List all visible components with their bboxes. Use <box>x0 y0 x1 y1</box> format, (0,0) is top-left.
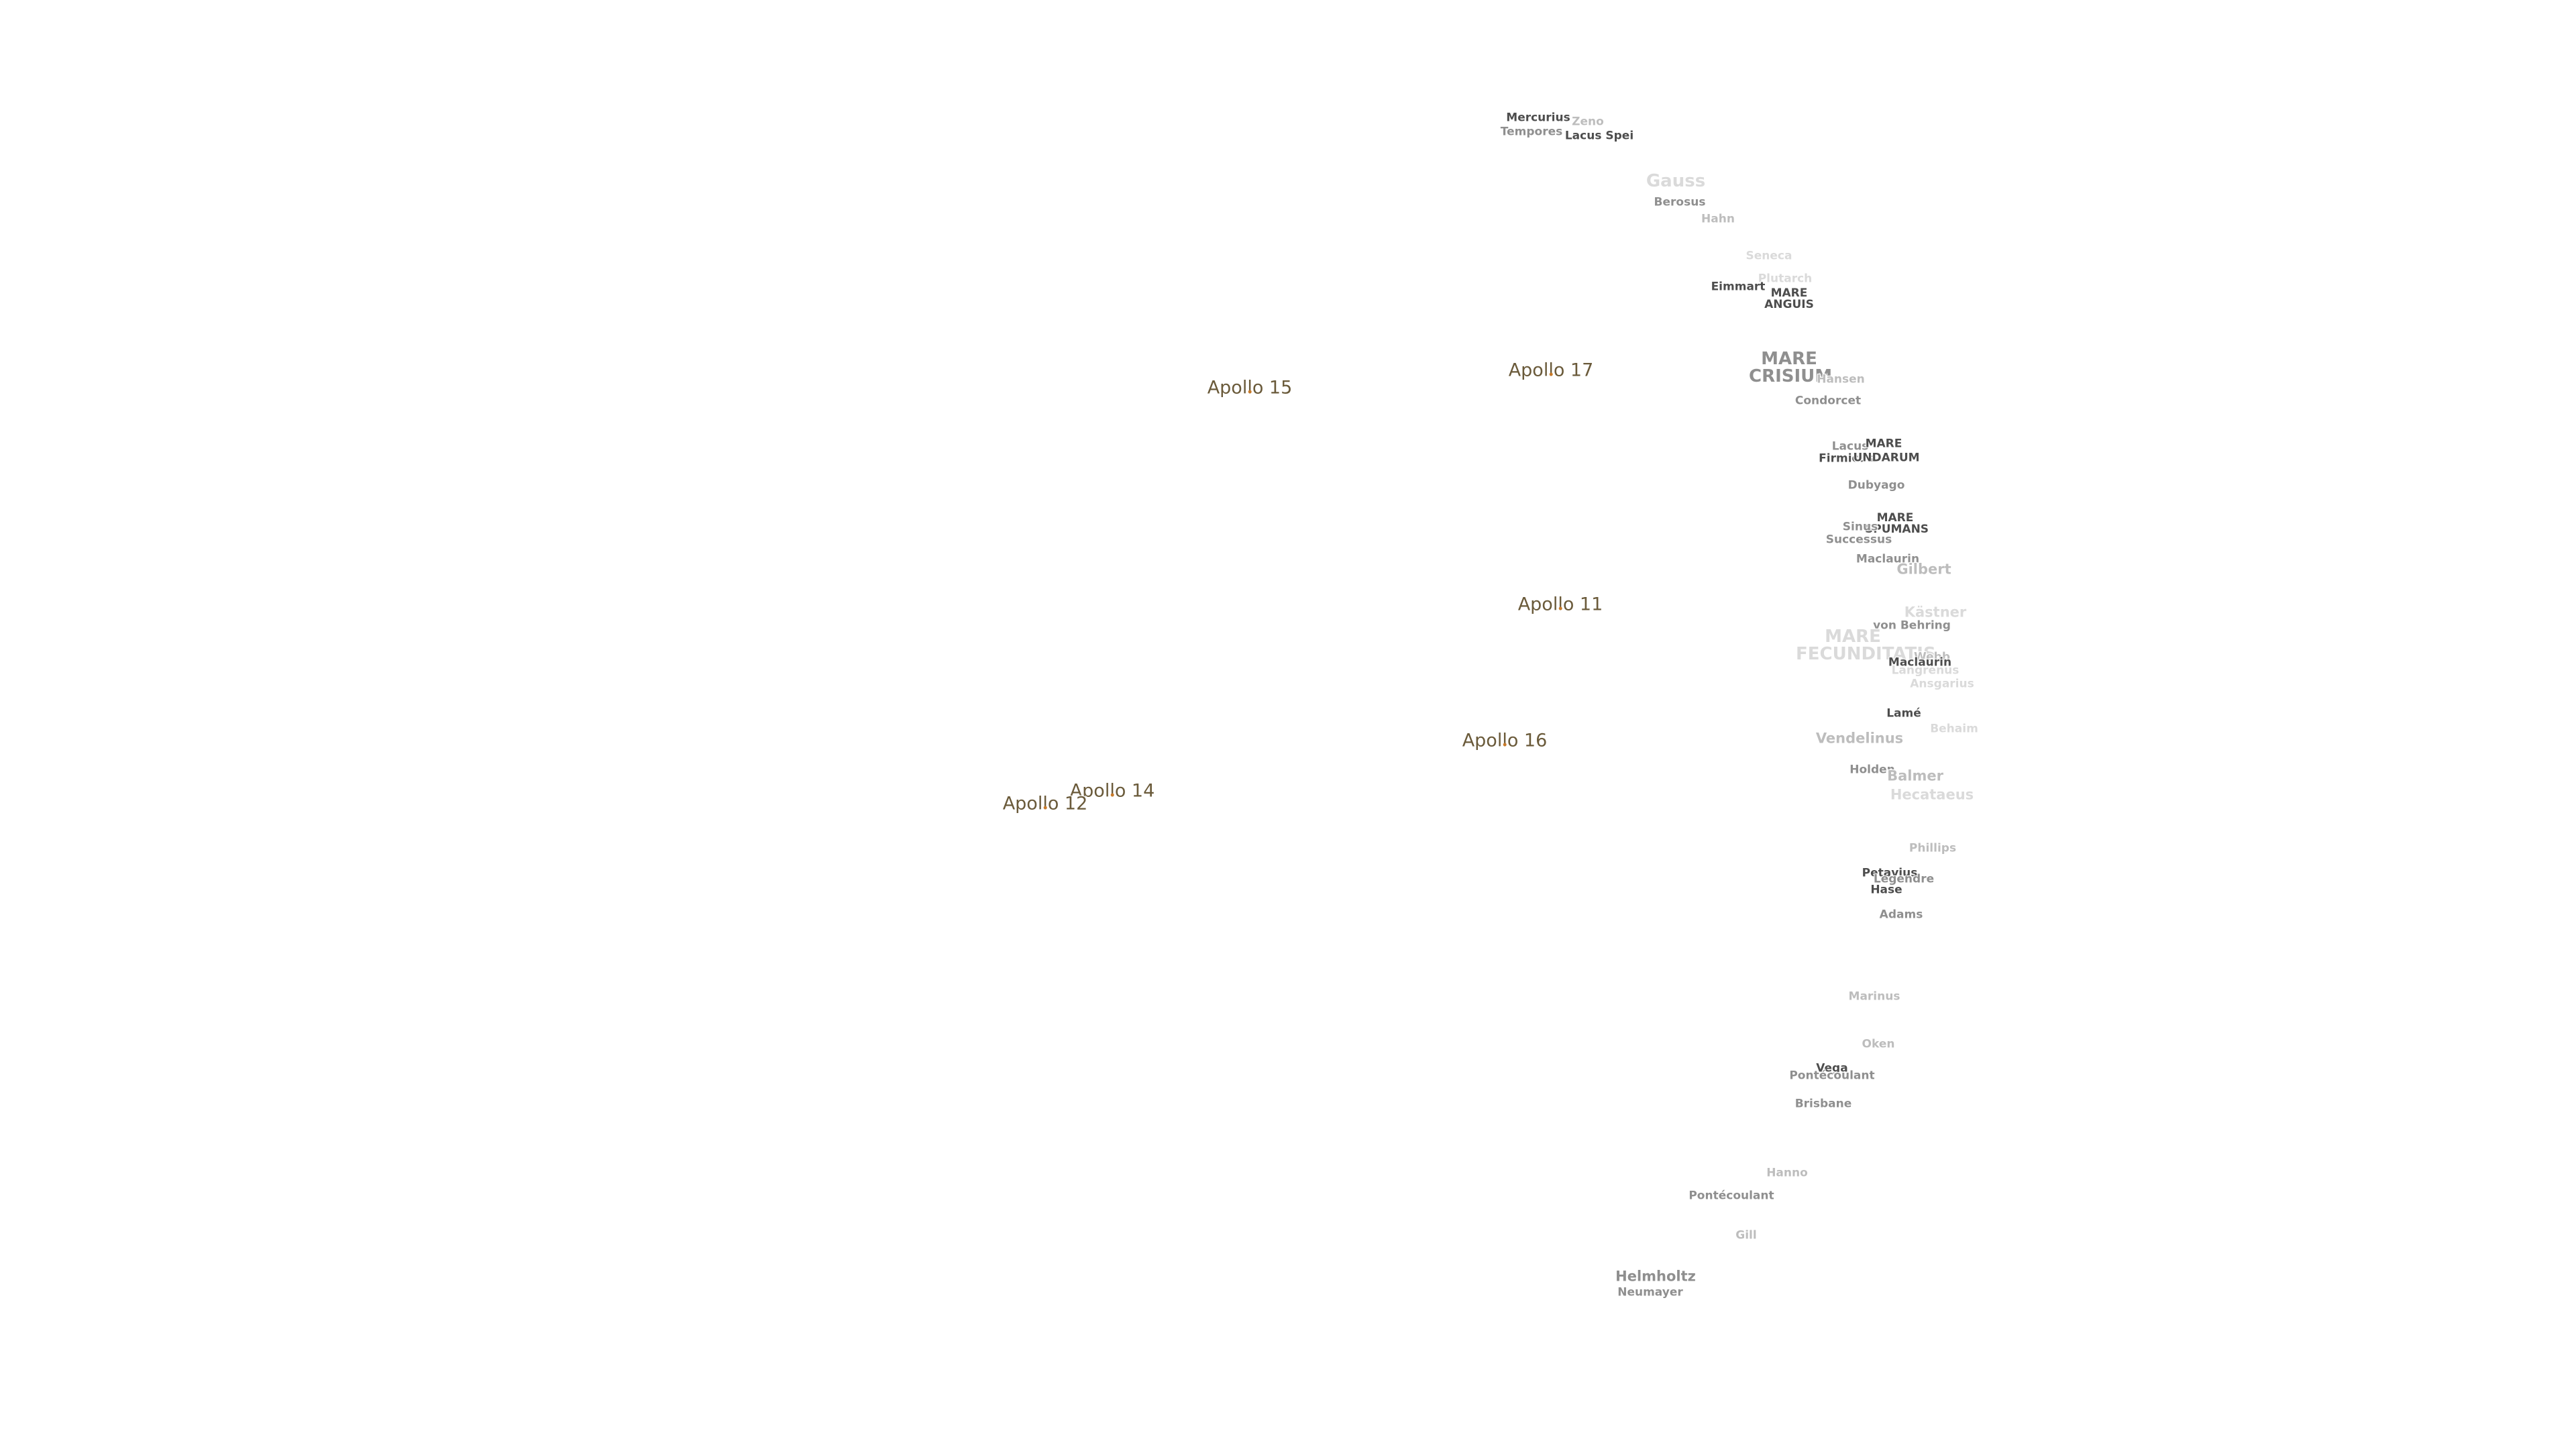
sinus-label: Sinus <box>1842 520 1878 534</box>
crater-label: Lacus <box>1831 439 1869 453</box>
crater-label: Eimmart <box>1711 280 1766 294</box>
crater-label: Lamé <box>1886 706 1921 720</box>
crater-label: Successus <box>1825 533 1892 547</box>
crater-label: Marinus <box>1848 989 1900 1004</box>
apollo-12-marker[interactable]: Apollo 12 <box>1003 795 1088 813</box>
crater-label: Phillips <box>1909 841 1957 855</box>
crater-label: Maclaurin <box>1888 655 1952 669</box>
crater-label: Helmholtz <box>1615 1268 1696 1285</box>
mare-label: MARE SPUMANS <box>1865 511 1929 536</box>
apollo-14-marker[interactable]: Apollo 14 <box>1070 782 1155 800</box>
crater-label: Pontécoulant <box>1688 1189 1774 1203</box>
crater-label: Kästner <box>1904 604 1967 621</box>
apollo-12-label: Apollo 12 <box>1002 793 1088 814</box>
landing-site-icon <box>1550 372 1553 376</box>
crater-label: Zeno <box>1572 115 1604 129</box>
apollo-11-marker[interactable]: Apollo 11 <box>1518 596 1603 614</box>
crater-label: Balmer <box>1887 767 1943 784</box>
crater-label: Gilbert <box>1896 561 1951 578</box>
crater-label: Hecataeus <box>1890 786 1974 803</box>
crater-label: Gill <box>1735 1228 1757 1242</box>
crater-label: Vendelinus <box>1815 730 1904 747</box>
crater-label: Maclaurin <box>1856 552 1920 566</box>
crater-label: Hase <box>1870 883 1902 897</box>
crater-label: Plutarch <box>1758 272 1813 286</box>
apollo-15-label: Apollo 15 <box>1207 377 1293 398</box>
landing-site-icon <box>1111 793 1114 797</box>
crater-label: Mercurius <box>1506 111 1570 125</box>
apollo-14-label: Apollo 14 <box>1069 780 1155 802</box>
crater-label: Condorcet <box>1794 394 1862 408</box>
crater-label: von Behring <box>1873 619 1951 633</box>
landing-site-icon <box>1559 606 1562 610</box>
landing-site-icon <box>1044 806 1047 810</box>
crater-label: Holden <box>1849 763 1895 777</box>
lacus-label: Lacus Spei <box>1564 129 1634 143</box>
crater-label: Pontécoulant <box>1789 1069 1875 1083</box>
apollo-16-marker[interactable]: Apollo 16 <box>1462 732 1548 750</box>
crater-label: Vega <box>1816 1061 1848 1075</box>
apollo-17-marker[interactable]: Apollo 17 <box>1509 362 1594 380</box>
crater-label: Oken <box>1862 1037 1895 1051</box>
apollo-15-marker[interactable]: Apollo 15 <box>1208 379 1293 397</box>
crater-label: Hahn <box>1701 212 1735 226</box>
crater-label: Behaim <box>1930 722 1978 736</box>
crater-label: Ansgarius <box>1910 677 1974 691</box>
crater-label: Brisbane <box>1794 1097 1852 1111</box>
mare-label: MARE ANGUIS <box>1764 286 1814 311</box>
crater-label: Legendre <box>1873 872 1935 886</box>
apollo-17-label: Apollo 17 <box>1508 360 1594 381</box>
crater-label: Seneca <box>1746 249 1792 263</box>
mare-label: UNDARUM <box>1853 451 1920 465</box>
apollo-11-label: Apollo 11 <box>1517 594 1603 615</box>
landing-site-icon <box>1503 743 1507 747</box>
crater-label: Neumayer <box>1617 1285 1683 1299</box>
apollo-16-label: Apollo 16 <box>1462 730 1548 751</box>
crater-label: Hansen <box>1817 372 1865 386</box>
crater-label: Firmicus <box>1819 451 1874 466</box>
crater-label: Gauss <box>1646 171 1706 191</box>
crater-label: Langrenus <box>1891 663 1960 678</box>
mare-label: MARE <box>1865 437 1902 451</box>
crater-label: Adams <box>1879 908 1923 922</box>
crater-label: Dubyago <box>1847 478 1905 492</box>
mare-label: MARE CRISIUM <box>1749 349 1833 386</box>
crater-label: Hanno <box>1766 1166 1808 1180</box>
landing-site-icon <box>1248 390 1252 394</box>
crater-label: Webb <box>1913 650 1951 664</box>
crater-label: Petavius <box>1862 866 1918 880</box>
crater-label: Tempores <box>1500 125 1563 139</box>
crater-label: Berosus <box>1654 195 1706 209</box>
